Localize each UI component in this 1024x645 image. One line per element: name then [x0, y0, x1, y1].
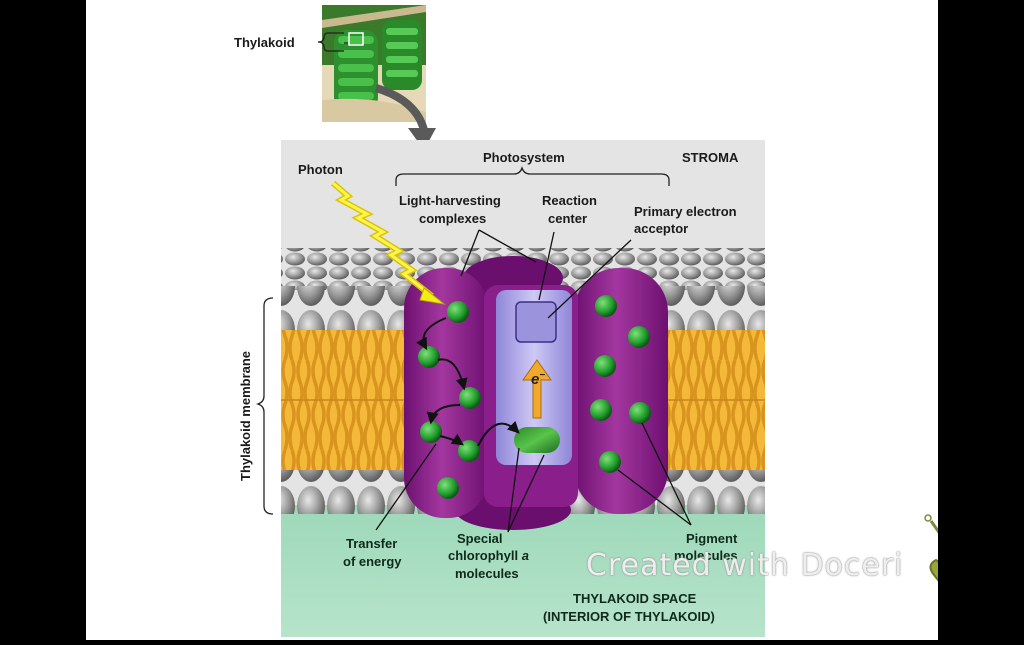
- pigment-molecule: [459, 387, 481, 409]
- primary-acceptor-label-line1: Primary electron: [634, 204, 737, 219]
- thylakoid-label: Thylakoid: [234, 35, 295, 50]
- leader-lines: [375, 229, 692, 533]
- thylakoid-space-label-line1: THYLAKOID SPACE: [573, 591, 697, 606]
- photon-arrowhead: [419, 287, 446, 305]
- special-label-line3: molecules: [455, 566, 519, 581]
- photosystem-diagram: Thylakoid: [234, 5, 991, 637]
- light-harvesting-label-line2: complexes: [419, 211, 486, 226]
- special-chlorophyll-pair: [514, 427, 560, 453]
- pigment-molecule: [628, 326, 650, 348]
- transfer-label-line2: of energy: [343, 554, 402, 569]
- primary-acceptor-label-line2: acceptor: [634, 221, 688, 236]
- doceri-watermark: Created with Doceri: [586, 548, 904, 583]
- reaction-center-label-line1: Reaction: [542, 193, 597, 208]
- stroma-label: STROMA: [682, 150, 739, 165]
- slide-canvas: Thylakoid: [86, 0, 991, 640]
- reaction-center-label-line2: center: [548, 211, 587, 226]
- zoom-arrow: [374, 84, 428, 132]
- electron-label: e−: [531, 370, 545, 388]
- photosystem-label: Photosystem: [483, 150, 565, 165]
- pigment-label-line1: Pigment: [686, 531, 738, 546]
- doceri-hand-logo: [924, 514, 991, 603]
- pigment-label-line2: molecules: [674, 548, 738, 563]
- special-label-line1: Special: [457, 531, 503, 546]
- pigment-molecule: [418, 346, 440, 368]
- primary-electron-acceptor: [515, 301, 557, 343]
- pigment-molecule: [420, 421, 442, 443]
- pigment-molecule: [590, 399, 612, 421]
- transfer-label-line1: Transfer: [346, 536, 397, 551]
- photosystem-bracket: [395, 165, 670, 186]
- thylakoid-membrane-label: Thylakoid membrane: [238, 351, 253, 481]
- pigment-molecule: [447, 301, 469, 323]
- light-harvesting-complex-right: [574, 268, 668, 514]
- pigment-molecule: [595, 295, 617, 317]
- energy-transfer-arrows: [416, 317, 520, 447]
- thylakoid-bracket: [317, 32, 344, 52]
- chloroplast-inset-image: [322, 5, 426, 122]
- pigment-molecule: [458, 440, 480, 462]
- photon-label: Photon: [298, 162, 343, 177]
- membrane-bracket: [255, 297, 274, 515]
- electron-arrow: [522, 359, 552, 419]
- pigment-molecule: [599, 451, 621, 473]
- pigment-molecule: [594, 355, 616, 377]
- pigment-molecule: [629, 402, 651, 424]
- thylakoid-space-label-line2: (INTERIOR OF THYLAKOID): [543, 609, 715, 624]
- light-harvesting-label-line1: Light-harvesting: [399, 193, 501, 208]
- photosystem-complex: [404, 256, 668, 530]
- special-label-line2: chlorophyll a: [448, 548, 529, 563]
- pigment-molecules: [418, 295, 651, 499]
- pigment-molecule: [437, 477, 459, 499]
